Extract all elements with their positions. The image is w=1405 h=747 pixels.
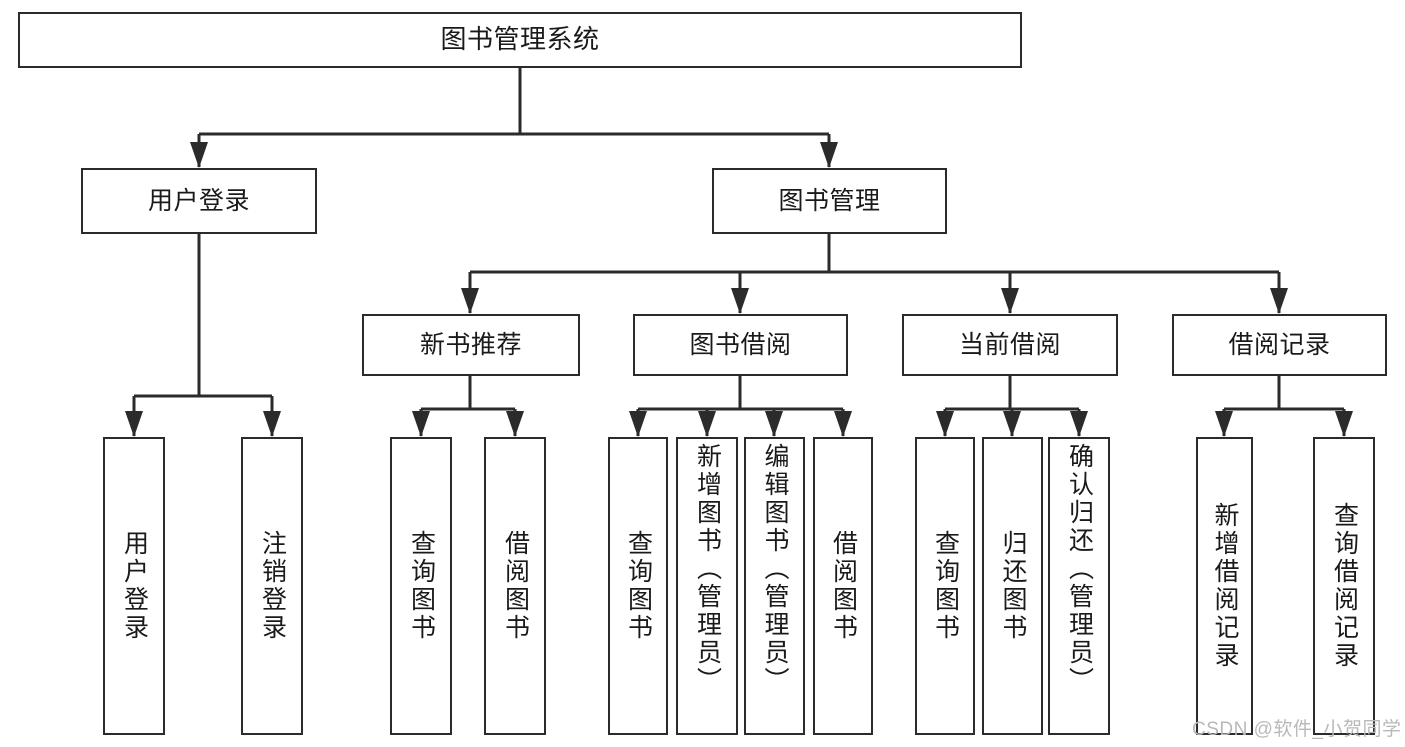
node-leaf-borrow-book-2[interactable]: 借阅图书 — [813, 437, 873, 735]
node-label: 新增图书（管理员） — [693, 443, 722, 695]
node-current-borrow[interactable]: 当前借阅 — [902, 314, 1118, 376]
node-label: 图书管理系统 — [440, 24, 600, 55]
arrowhead-icon — [263, 411, 281, 437]
arrowhead-icon — [1070, 411, 1088, 437]
arrowhead-icon — [820, 142, 838, 168]
arrowhead-icon — [190, 142, 208, 168]
node-leaf-add-borrow-record[interactable]: 新增借阅记录 — [1196, 437, 1253, 735]
node-leaf-user-login[interactable]: 用户登录 — [103, 437, 165, 735]
node-root[interactable]: 图书管理系统 — [18, 12, 1022, 68]
node-leaf-query-borrow-record[interactable]: 查询借阅记录 — [1313, 437, 1375, 735]
arrowhead-icon — [461, 288, 479, 314]
node-leaf-add-book-admin[interactable]: 新增图书（管理员） — [676, 437, 738, 735]
node-label: 查询借阅记录 — [1330, 502, 1359, 670]
node-label: 确认归还（管理员） — [1065, 443, 1094, 695]
node-new-book-recommend[interactable]: 新书推荐 — [362, 314, 580, 376]
node-book-borrow[interactable]: 图书借阅 — [633, 314, 848, 376]
node-label: 查询图书 — [931, 530, 960, 642]
node-leaf-query-book-2[interactable]: 查询图书 — [608, 437, 668, 735]
arrowhead-icon — [1335, 411, 1353, 437]
node-leaf-confirm-return-admin[interactable]: 确认归还（管理员） — [1048, 437, 1110, 735]
node-label: 新增借阅记录 — [1211, 502, 1239, 670]
node-label: 借阅图书 — [829, 530, 858, 642]
arrowhead-icon — [731, 288, 749, 314]
node-leaf-query-book-3[interactable]: 查询图书 — [915, 437, 975, 735]
watermark-text: CSDN @软件_小贺同学 — [1192, 719, 1402, 740]
node-leaf-borrow-book-1[interactable]: 借阅图书 — [484, 437, 546, 735]
arrowhead-icon — [1001, 288, 1019, 314]
node-label: 新书推荐 — [419, 331, 522, 359]
node-label: 用户登录 — [120, 530, 149, 642]
arrowhead-icon — [765, 411, 783, 437]
arrowhead-icon — [834, 411, 852, 437]
node-label: 查询图书 — [407, 530, 436, 642]
node-label: 图书管理 — [778, 187, 881, 215]
arrowhead-icon — [629, 411, 647, 437]
node-label: 借阅记录 — [1228, 331, 1331, 359]
arrowhead-icon — [936, 411, 954, 437]
node-leaf-edit-book-admin[interactable]: 编辑图书（管理员） — [744, 437, 805, 735]
node-label: 归还图书 — [999, 530, 1027, 642]
arrowhead-icon — [698, 411, 716, 437]
arrowhead-icon — [412, 411, 430, 437]
node-user-login[interactable]: 用户登录 — [81, 168, 317, 234]
arrowhead-icon — [125, 411, 143, 437]
node-label: 编辑图书（管理员） — [761, 443, 789, 695]
node-label: 借阅图书 — [501, 530, 530, 642]
node-leaf-return-book[interactable]: 归还图书 — [982, 437, 1043, 735]
arrowhead-icon — [1003, 411, 1021, 437]
node-label: 注销登录 — [258, 530, 287, 642]
node-label: 当前借阅 — [958, 331, 1061, 359]
arrowhead-icon — [1215, 411, 1233, 437]
arrowhead-icon — [506, 411, 524, 437]
node-leaf-query-book-1[interactable]: 查询图书 — [390, 437, 452, 735]
node-label: 查询图书 — [624, 530, 653, 642]
node-borrow-record[interactable]: 借阅记录 — [1172, 314, 1387, 376]
node-label: 用户登录 — [147, 187, 250, 215]
node-book-manage[interactable]: 图书管理 — [712, 168, 947, 234]
arrowhead-icon — [1270, 288, 1288, 314]
node-leaf-logout-login[interactable]: 注销登录 — [241, 437, 303, 735]
node-label: 图书借阅 — [689, 331, 792, 359]
